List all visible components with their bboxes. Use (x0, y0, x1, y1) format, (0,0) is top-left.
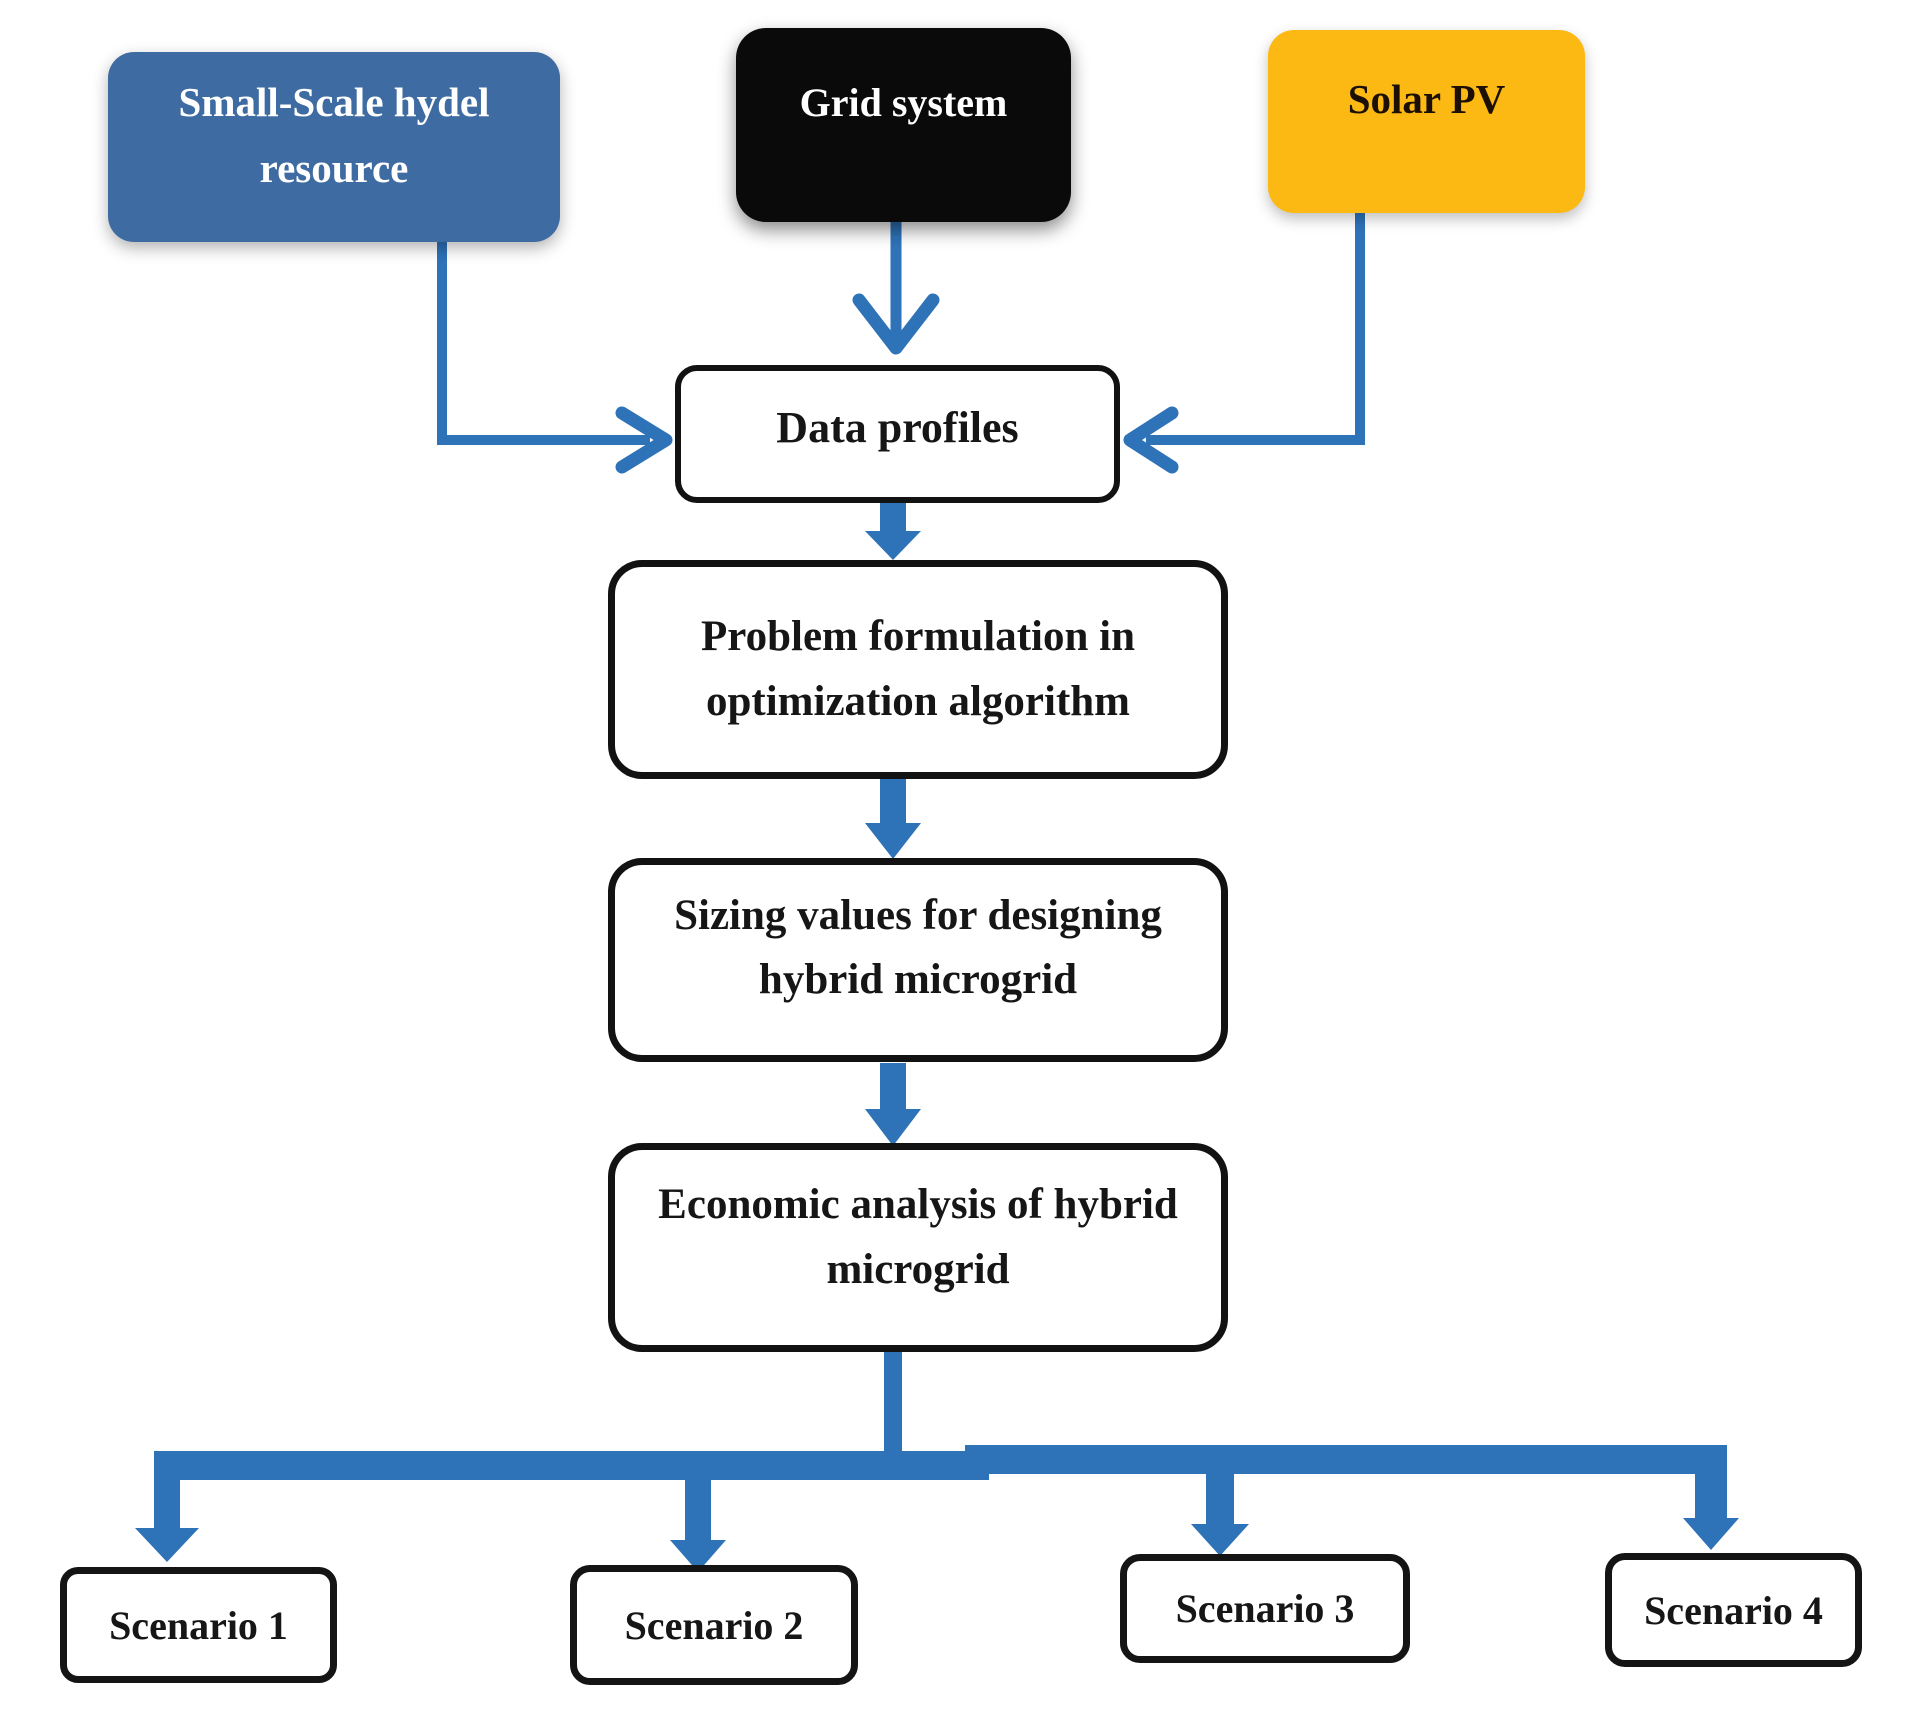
node-label-line: Scenario 1 (109, 1602, 288, 1648)
node-label-line: Data profiles (776, 402, 1019, 452)
node-solar-pv: Solar PV (1268, 30, 1585, 213)
distribution-bar-left (154, 1451, 989, 1480)
bar-to-scenario3-arrow (1191, 1460, 1249, 1556)
node-economic-analysis: Economic analysis of hybrid microgrid (608, 1143, 1228, 1352)
node-scenario-1: Scenario 1 (60, 1567, 337, 1683)
node-label-line: Scenario 4 (1644, 1587, 1823, 1633)
node-label-line: Grid system (799, 79, 1008, 125)
node-label-line: hybrid microgrid (758, 956, 1078, 1003)
node-scenario-3: Scenario 3 (1120, 1554, 1410, 1663)
node-label-line: microgrid (826, 1245, 1010, 1293)
node-scenario-4: Scenario 4 (1605, 1553, 1862, 1667)
node-label-line: Scenario 3 (1175, 1586, 1355, 1631)
node-sizing-values: Sizing values for designing hybrid micro… (608, 858, 1228, 1062)
node-problem-formulation: Problem formulation in optimization algo… (608, 560, 1228, 779)
node-label-line: optimization algorithm (706, 677, 1130, 725)
solar-to-dataprofiles-connector (1146, 213, 1365, 445)
node-label-line: resource (259, 145, 409, 191)
node-label-line: Sizing values for designing (674, 891, 1162, 939)
node-label-line: Problem formulation in (701, 613, 1135, 660)
bar-to-scenario2-arrow (670, 1460, 726, 1572)
arrowhead-down-icon (852, 293, 940, 355)
node-scenario-2: Scenario 2 (570, 1565, 858, 1685)
economic-to-bar-connector (884, 1352, 902, 1464)
problem-to-sizing-arrow (865, 778, 921, 859)
node-grid-system: Grid system (736, 28, 1071, 222)
hydel-to-dataprofiles-connector (437, 242, 650, 445)
dataprofiles-to-problem-arrow (865, 500, 921, 560)
node-label-line: Scenario 2 (624, 1602, 804, 1648)
arrowhead-left-icon (1123, 406, 1179, 474)
distribution-bar-right (965, 1445, 1727, 1474)
node-label-line: Solar PV (1347, 75, 1506, 122)
node-data-profiles: Data profiles (675, 365, 1120, 503)
arrowhead-right-icon (615, 406, 673, 474)
sizing-to-economic-arrow (865, 1063, 921, 1146)
bar-to-scenario1-arrow (135, 1451, 199, 1562)
node-label-line: Small-Scale hydel (178, 79, 490, 126)
bar-to-scenario4-arrow (1683, 1445, 1739, 1550)
node-label-line: Economic analysis of hybrid (658, 1181, 1178, 1228)
node-small-scale-hydel-resource: Small-Scale hydel resource (108, 52, 560, 242)
